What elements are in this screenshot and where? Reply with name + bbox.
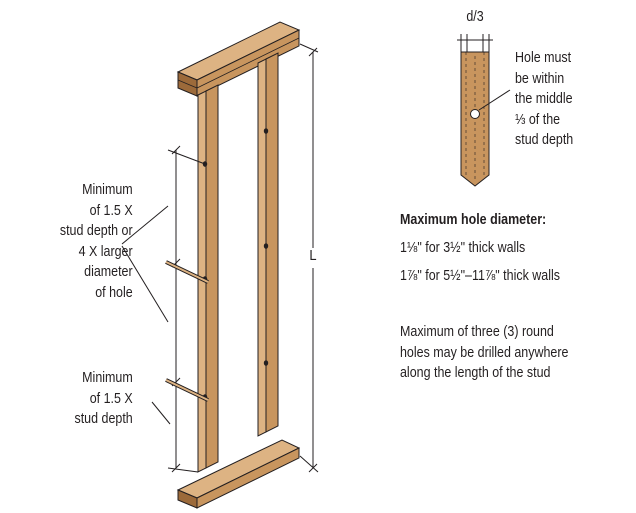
specs-heading: Maximum hole diameter: [400, 212, 547, 228]
specs-line-1: 1⅛" for 3½" thick walls [400, 240, 526, 256]
min-spacing-large-label: Minimum of 1.5 X stud depth or 4 X large… [60, 182, 133, 301]
drilling-note: Maximum of three (3) round holes may be … [400, 324, 569, 381]
bottom-plate [176, 439, 301, 509]
stud-section-detail [457, 34, 511, 187]
length-label: L [309, 247, 317, 264]
right-stud [257, 52, 279, 437]
label-leaders [121, 205, 171, 425]
drill-markers [165, 260, 209, 402]
hole-note-label: Hole must be within the middle ⅓ of the … [515, 50, 574, 148]
left-stud [197, 84, 219, 473]
specs-line-2: 1⅞" for 5½"–11⅞" thick walls [400, 268, 561, 284]
right-stud-holes [263, 128, 269, 366]
min-spacing-small-label: Minimum of 1.5 X stud depth [74, 370, 133, 427]
top-plate [176, 21, 301, 97]
d3-label: d/3 [466, 9, 484, 25]
